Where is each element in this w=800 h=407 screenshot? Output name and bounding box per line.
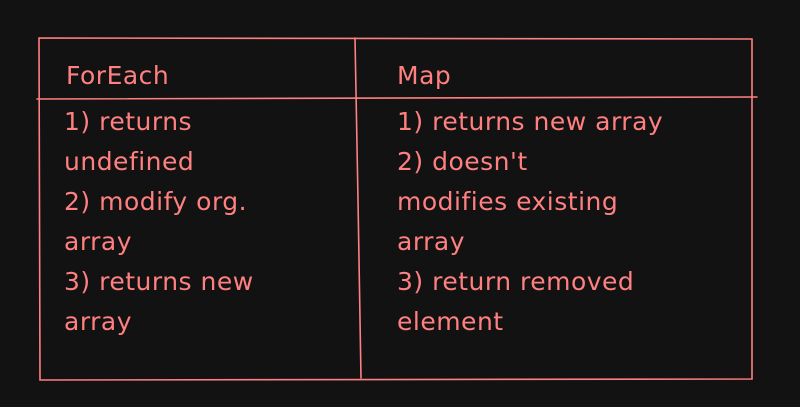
foreach-line: array xyxy=(64,307,133,336)
foreach-line: 1) returns xyxy=(64,107,193,136)
header-divider xyxy=(36,96,758,100)
header-foreach: ForEach xyxy=(66,61,170,90)
table-border xyxy=(38,37,753,381)
foreach-column: 1) returns undefined 2) modify org. arra… xyxy=(64,102,254,342)
foreach-line: array xyxy=(64,227,133,256)
column-divider xyxy=(354,37,362,379)
foreach-line: undefined xyxy=(64,147,195,176)
map-line: 1) returns new array xyxy=(397,107,664,136)
map-line: array xyxy=(397,227,466,256)
map-line: modifies existing xyxy=(397,187,619,216)
foreach-line: 3) returns new xyxy=(64,267,254,296)
header-map: Map xyxy=(397,61,452,90)
map-column: 1) returns new array 2) doesn't modifies… xyxy=(397,102,663,342)
map-line: 3) return removed xyxy=(397,267,635,296)
foreach-line: 2) modify org. xyxy=(64,187,248,216)
map-line: 2) doesn't xyxy=(397,147,528,176)
map-line: element xyxy=(397,307,504,336)
